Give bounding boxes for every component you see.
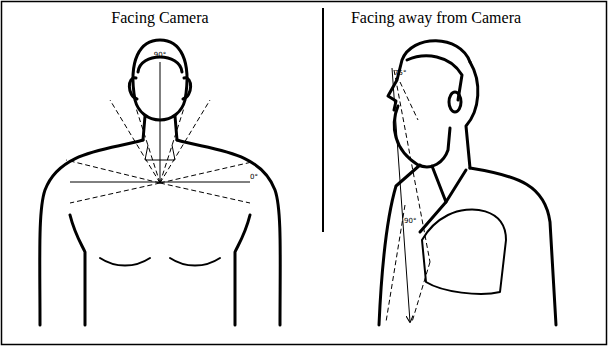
angle-label: 90° <box>404 218 416 225</box>
angle-label: 90° <box>154 52 166 59</box>
view-heading: Facing away from Camera <box>351 10 521 26</box>
side-angle-lines <box>386 68 430 322</box>
divider <box>322 8 324 232</box>
angle-label: 0° <box>250 174 258 181</box>
side-body <box>379 41 556 325</box>
angle-label: 75° <box>394 70 406 77</box>
view-heading: Facing Camera <box>111 10 208 26</box>
front-angle-lines <box>66 62 252 203</box>
front-body <box>40 40 281 325</box>
